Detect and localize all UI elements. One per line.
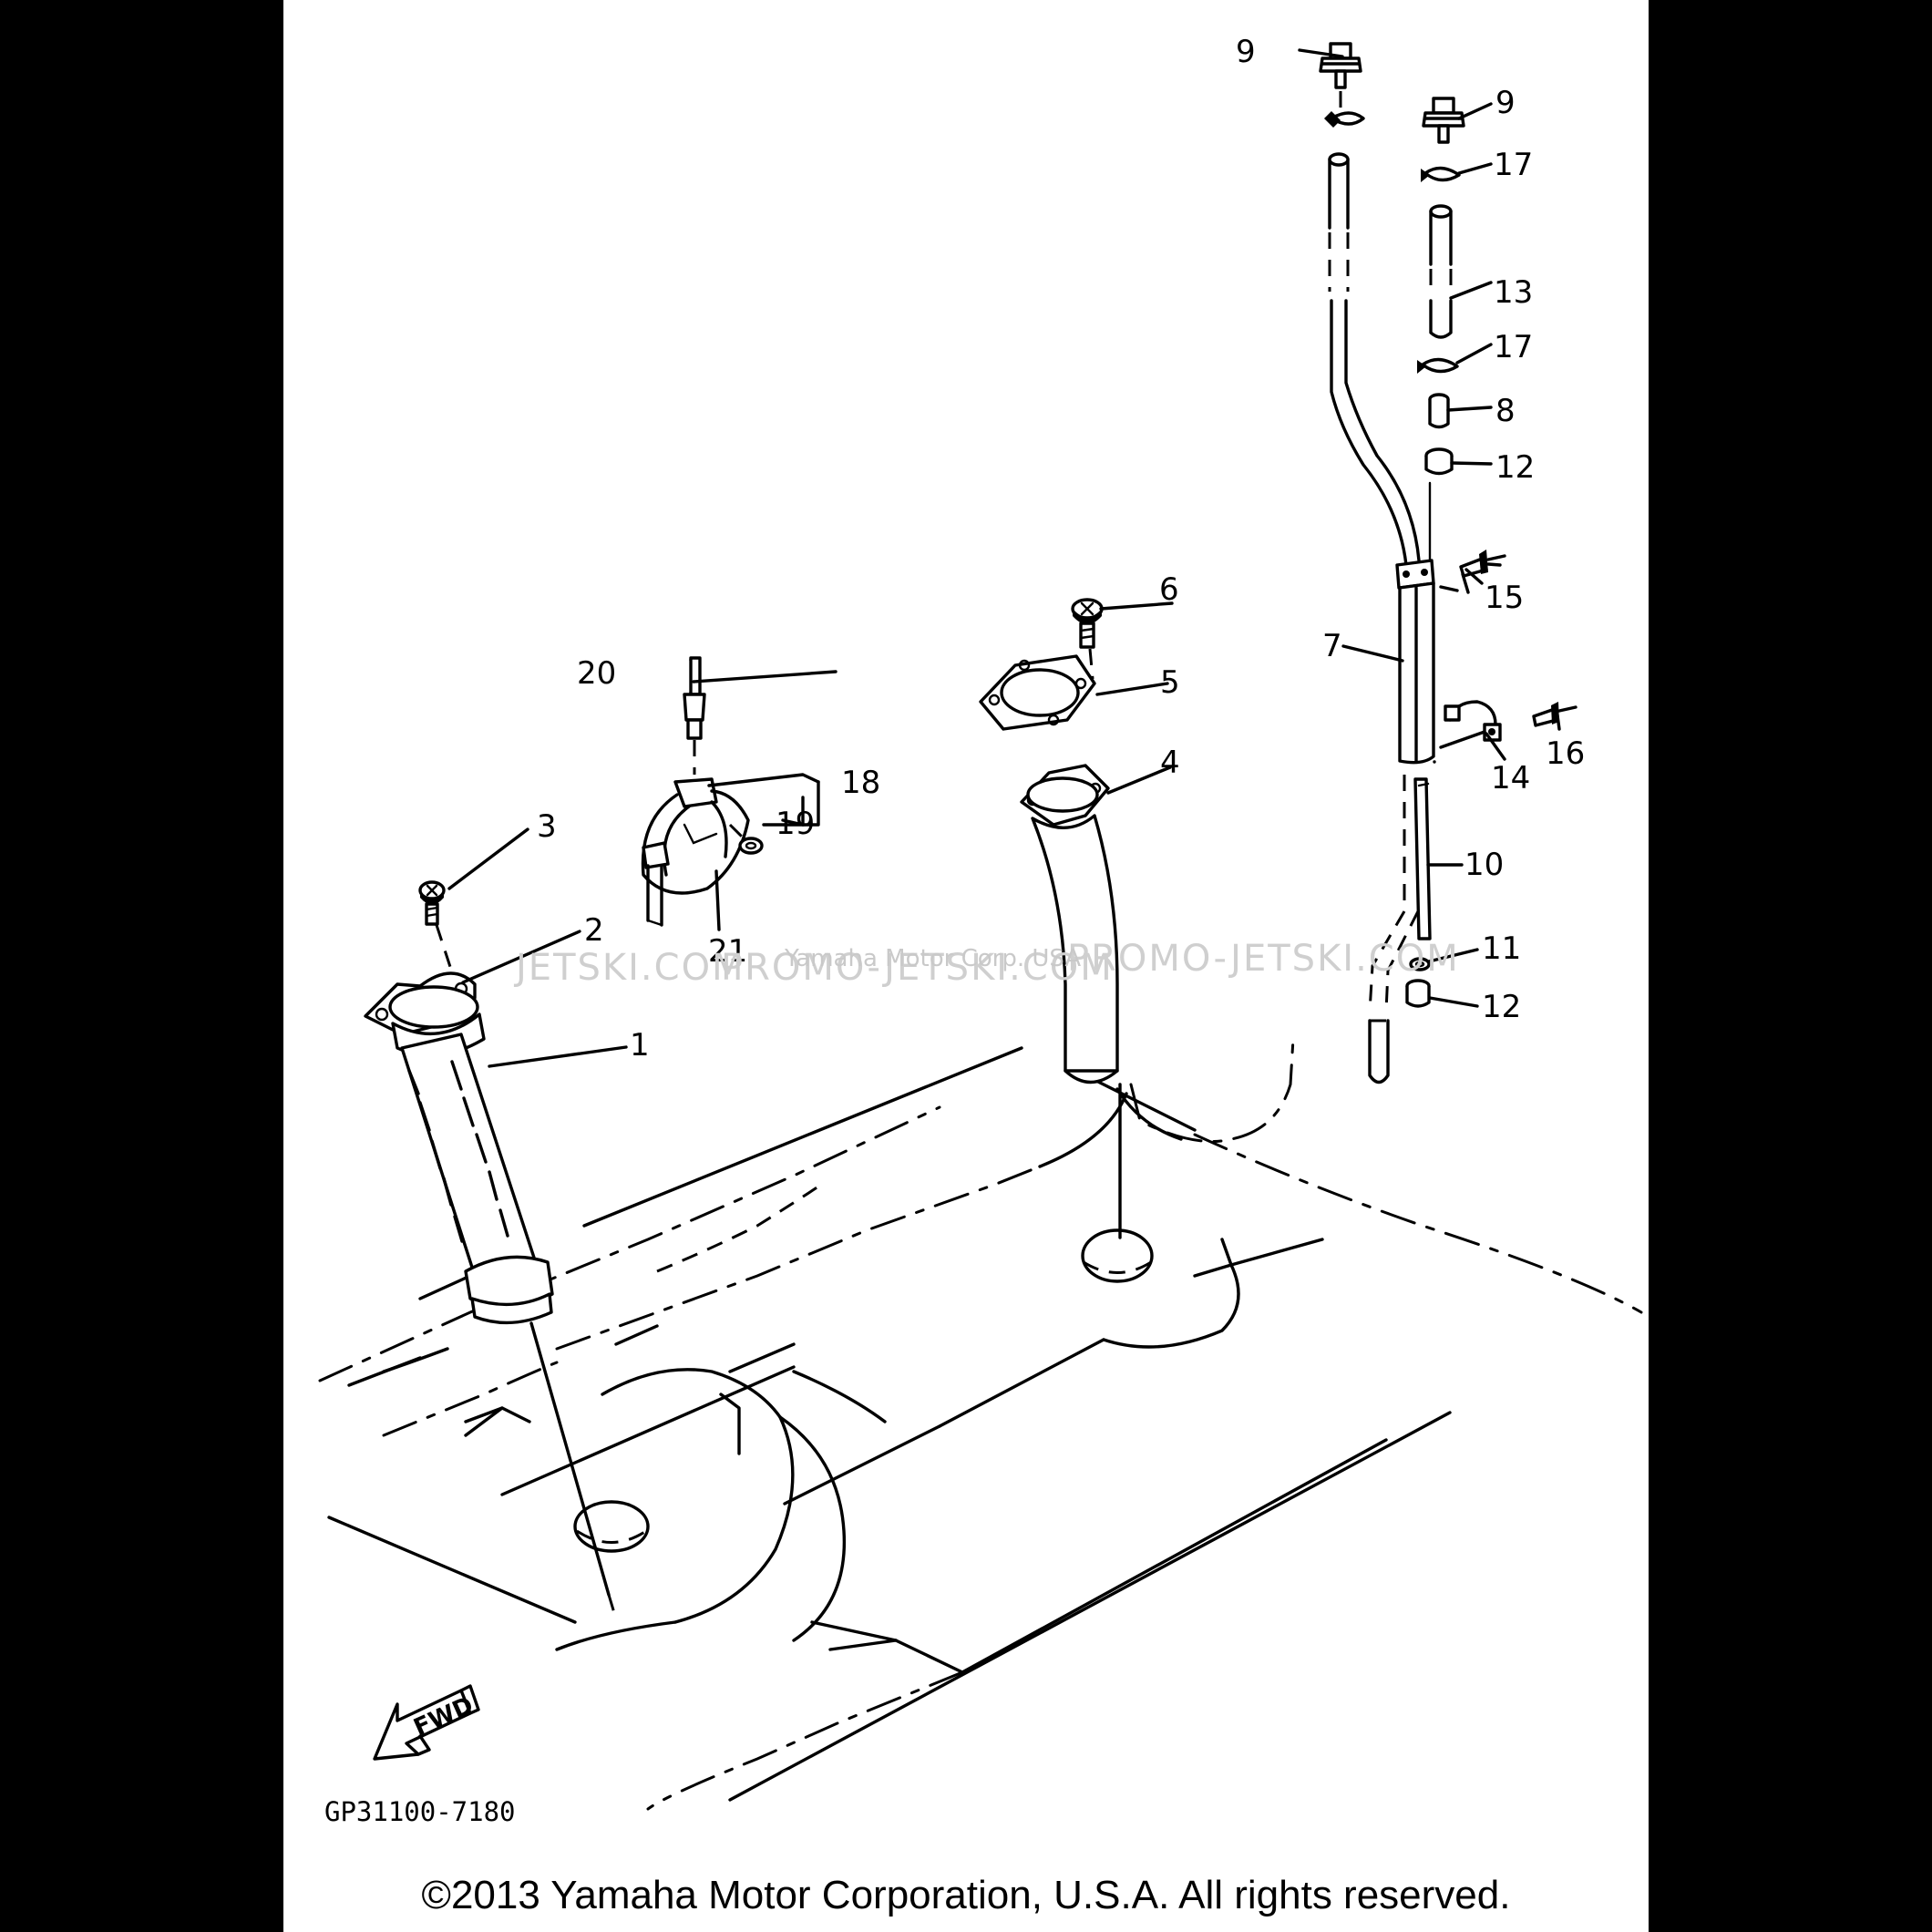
callout-12-upper: 12 (1495, 449, 1535, 486)
callout-17-upper: 17 (1494, 147, 1533, 183)
part-6-screw (1071, 598, 1104, 680)
callout-1: 1 (630, 1027, 650, 1064)
callout-2: 2 (584, 912, 604, 949)
deck-hole-left (573, 1500, 650, 1553)
left-hose (1328, 152, 1421, 567)
callout-13: 13 (1494, 274, 1533, 311)
callout-6: 6 (1159, 571, 1179, 608)
callout-16: 16 (1546, 735, 1585, 772)
watermark-left: JETSKI.COM (513, 947, 745, 989)
part-5-gasket (979, 654, 1096, 731)
callout-17-lower: 17 (1494, 329, 1533, 365)
callout-14: 14 (1491, 760, 1530, 796)
callout-10: 10 (1464, 847, 1504, 883)
callout-9-right: 9 (1495, 85, 1516, 121)
exploded-parts-diagram: FWD 9 9 17 13 17 8 12 15 7 16 14 10 11 1… (318, 34, 1643, 1827)
deck-hole-right (1081, 1228, 1154, 1283)
leader-lines (447, 48, 1561, 1068)
callout-7: 7 (1322, 628, 1342, 664)
callout-9-top: 9 (1236, 34, 1256, 70)
part-3-screw (418, 880, 455, 976)
callout-4: 4 (1160, 745, 1180, 781)
part-12-cap-upper (1424, 447, 1454, 562)
drawing-code: GP31100-7180 (324, 1796, 516, 1827)
callout-15: 15 (1485, 580, 1524, 616)
part-10-hose (1413, 777, 1432, 940)
part-14-clamp (1444, 700, 1502, 742)
part-19-nut (728, 823, 764, 855)
part-15-rivet (1459, 550, 1506, 578)
part-7-bracket (1395, 559, 1435, 765)
part-8-joint (1428, 393, 1450, 429)
fwd-arrow-icon: FWD (373, 1684, 480, 1761)
part-13-hose (1429, 204, 1453, 339)
copyright-notice: ©2013 Yamaha Motor Corporation, U.S.A. A… (421, 1873, 1511, 1917)
part-17-clip-left (1324, 111, 1365, 128)
part-11-washer (1409, 957, 1431, 971)
left-hose-lower (1368, 775, 1420, 1084)
part-4-bent-pipe (1020, 764, 1122, 1239)
diagram-sheet: FWD 9 9 17 13 17 8 12 15 7 16 14 10 11 1… (283, 0, 1649, 1932)
hull-outline (318, 1037, 1643, 1811)
watermark-right: PROMO-JETSKI.COM (1067, 938, 1460, 980)
part-1-vent-tube (364, 971, 616, 1614)
part-17-clip-lower (1417, 357, 1459, 374)
part-18-clamp-band (641, 777, 750, 927)
callout-18: 18 (841, 765, 880, 801)
part-20-pin (683, 656, 706, 775)
part-9-cap-right (1422, 97, 1465, 144)
part-12-cap-lower (1405, 979, 1431, 1008)
watermark-center: Yamaha Motor Corp. USA (784, 945, 1081, 972)
part-9-cap-left (1319, 42, 1362, 108)
watermark-middle: PROMO-JETSKI.COM (721, 947, 1114, 989)
callout-3: 3 (537, 808, 557, 845)
part-16-rivet (1532, 702, 1577, 727)
callout-8: 8 (1495, 393, 1516, 429)
callout-19: 19 (776, 806, 815, 842)
callout-21: 21 (708, 933, 747, 970)
callout-20: 20 (577, 655, 616, 692)
callout-5: 5 (1160, 664, 1180, 701)
part-17-clip-upper (1421, 166, 1461, 182)
callout-11: 11 (1482, 930, 1521, 967)
callout-12-lower: 12 (1482, 989, 1521, 1025)
callouts: 9 9 17 13 17 8 12 15 7 16 14 10 11 12 6 … (537, 34, 1585, 1064)
